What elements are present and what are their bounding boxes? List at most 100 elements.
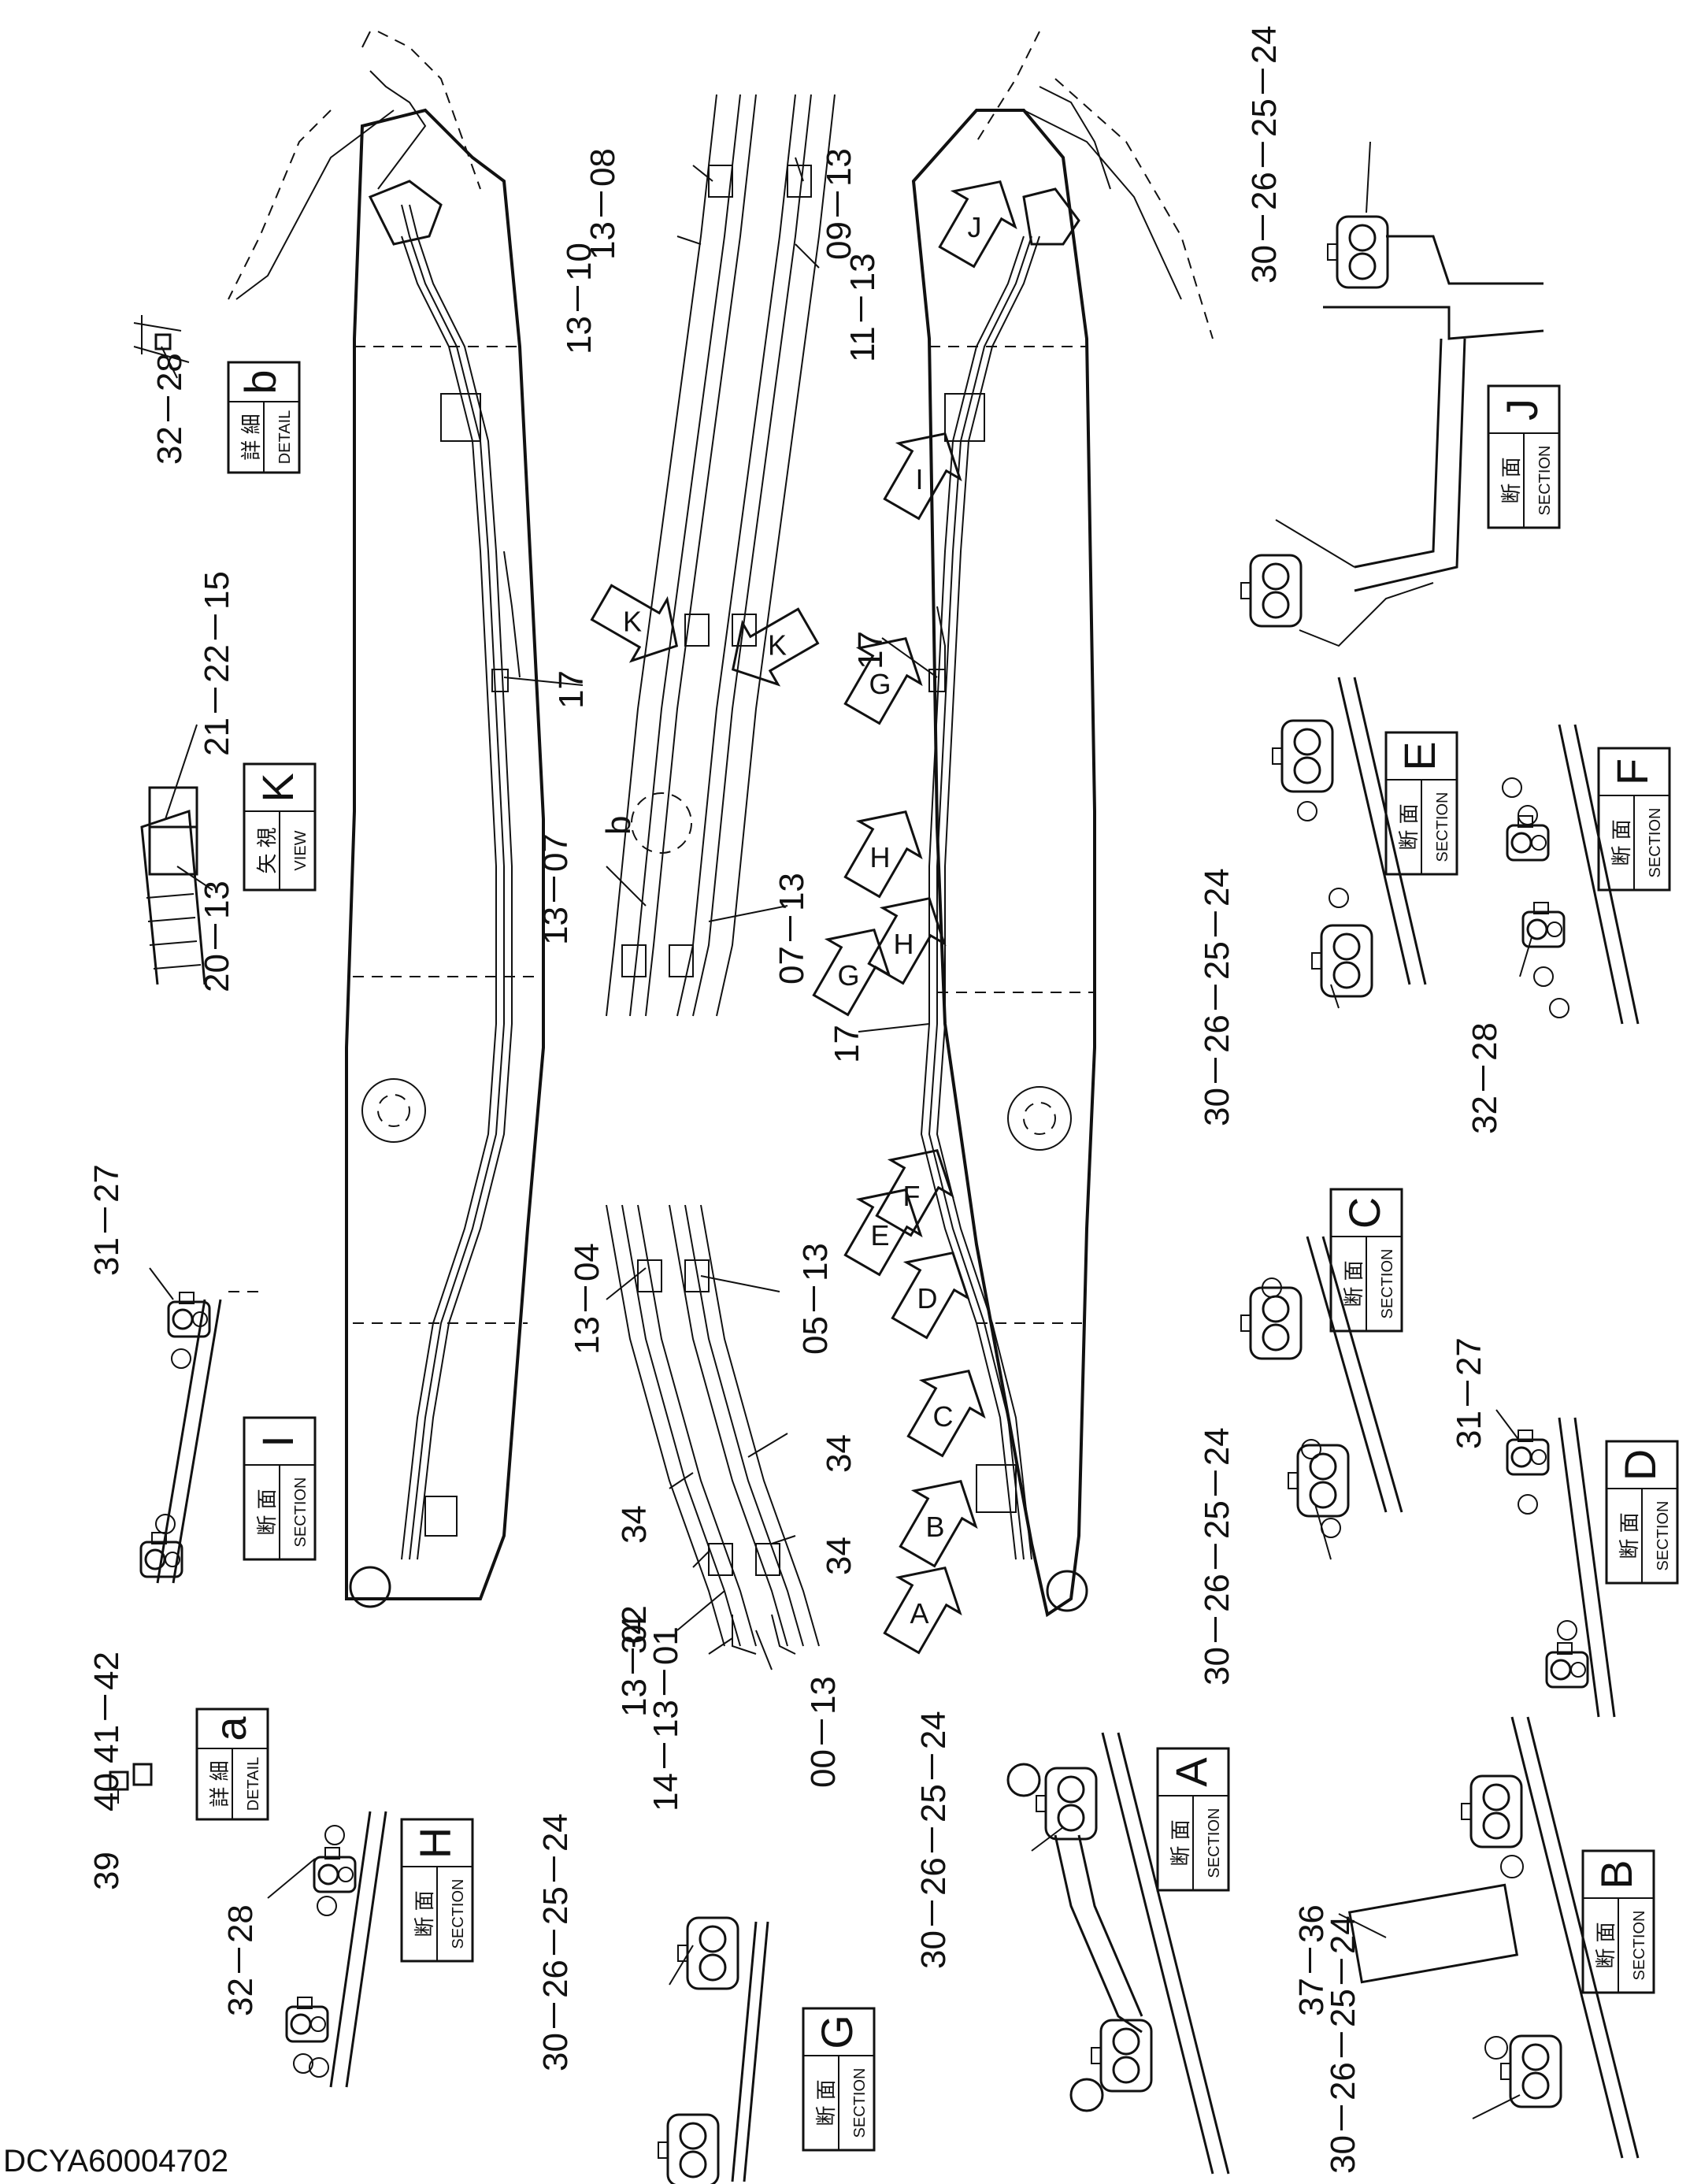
view-box-a-detail: 詳 細 DETAIL a xyxy=(195,1708,269,1821)
arrow-marker-g-lower: G xyxy=(812,928,891,1017)
callout-11-13: 11－13 xyxy=(843,253,882,362)
arrow-marker-b: B xyxy=(899,1479,978,1568)
arrow-marker-h-upper: H xyxy=(843,810,923,899)
svg-text:SECTION: SECTION xyxy=(1647,808,1664,878)
arrow-marker-f: F xyxy=(875,1148,954,1237)
svg-text:C: C xyxy=(1340,1197,1389,1229)
svg-text:I: I xyxy=(915,463,923,495)
view-box-b-section: 断 面 SECTION B xyxy=(1581,1849,1655,1994)
callout-a-section: 30－26－25－24 xyxy=(914,1711,953,1969)
arrow-marker-h-lower: H xyxy=(867,896,947,985)
svg-text:H: H xyxy=(894,928,914,960)
detail-b-sketch xyxy=(133,315,190,363)
svg-text:SECTION: SECTION xyxy=(292,1478,309,1548)
left-boom-hoses xyxy=(361,31,521,1560)
section-b-sketch xyxy=(1347,1716,1640,2159)
callouts: 32－28 21－22－15 20－13 31－27 40 41－42 39 3… xyxy=(87,25,1504,2174)
view-box-c-section: 断 面 SECTION C xyxy=(1329,1188,1403,1333)
middle-hose-bundle-bottom xyxy=(606,1204,820,1655)
arrow-marker-k-right: K xyxy=(731,607,820,687)
callout-34-d: 34 xyxy=(820,1537,858,1575)
view-box-g-section: 断 面 SECTION G xyxy=(802,2007,876,2152)
svg-text:G: G xyxy=(869,668,891,700)
svg-text:D: D xyxy=(1615,1449,1665,1481)
right-boom-hoses xyxy=(920,86,1111,1560)
callout-32-28-detail-b: 32－28 xyxy=(150,353,189,465)
callout-31-27-section-d: 31－27 xyxy=(1450,1337,1488,1449)
svg-text:断 面: 断 面 xyxy=(1499,457,1523,503)
svg-text:VIEW: VIEW xyxy=(292,830,309,870)
svg-text:J: J xyxy=(1497,399,1547,421)
callout-20-13: 20－13 xyxy=(198,881,236,992)
callout-13-04: 13－04 xyxy=(568,1243,606,1355)
svg-text:A: A xyxy=(910,1597,928,1630)
arrow-marker-e: E xyxy=(843,1188,923,1277)
callout-17-right-top: 17 xyxy=(851,631,890,669)
svg-text:SECTION: SECTION xyxy=(1655,1501,1672,1571)
callout-32-28-section-h: 32－28 xyxy=(221,1904,260,2016)
right-boom-outline xyxy=(911,31,1214,1618)
arrow-marker-a: A xyxy=(883,1566,962,1655)
callout-00-13: 00－13 xyxy=(804,1676,843,1788)
svg-text:D: D xyxy=(917,1282,938,1314)
arrow-markers: A B C D E F G H xyxy=(590,180,1017,1655)
svg-text:詳 細: 詳 細 xyxy=(208,1760,232,1807)
callout-39: 39 xyxy=(87,1852,126,1890)
drawing-code: DCYA60004702 xyxy=(3,2144,229,2178)
svg-text:SECTION: SECTION xyxy=(1536,446,1554,516)
callout-34-c: 34 xyxy=(615,1615,654,1654)
section-f-sketch xyxy=(1502,724,1640,1025)
svg-text:DETAIL: DETAIL xyxy=(245,1757,262,1811)
arrow-marker-d: D xyxy=(891,1251,970,1340)
svg-text:断 面: 断 面 xyxy=(1397,803,1421,850)
svg-text:H: H xyxy=(870,841,891,873)
callout-13-07: 13－07 xyxy=(536,833,575,945)
callout-13-08: 13－08 xyxy=(584,148,622,260)
section-g-sketch xyxy=(657,1916,769,2184)
callout-17-right-bottom: 17 xyxy=(828,1025,866,1063)
svg-text:B: B xyxy=(1592,1860,1641,1889)
svg-text:G: G xyxy=(812,2015,862,2049)
view-box-f-section: 断 面 SECTION F xyxy=(1597,747,1671,892)
svg-text:K: K xyxy=(768,629,787,662)
callout-b-circle: b xyxy=(599,816,638,835)
svg-text:a: a xyxy=(206,1716,255,1741)
arrow-marker-j: J xyxy=(938,180,1017,269)
svg-text:断 面: 断 面 xyxy=(814,2079,838,2126)
svg-text:SECTION: SECTION xyxy=(450,1879,467,1949)
callout-32-28-section-f: 32－28 xyxy=(1466,1022,1504,1134)
section-j-sketch xyxy=(1240,215,1544,647)
callout-09-13: 09－13 xyxy=(820,148,858,260)
view-box-b-detail: 詳 細 DETAIL b xyxy=(227,361,301,474)
svg-text:断 面: 断 面 xyxy=(255,1489,279,1535)
callout-34-b: 34 xyxy=(820,1434,858,1473)
view-box-a-section: 断 面 SECTION A xyxy=(1156,1747,1230,1892)
svg-text:I: I xyxy=(253,1435,302,1448)
svg-text:J: J xyxy=(968,211,982,243)
view-box-j-section: 断 面 SECTION J xyxy=(1487,384,1561,529)
svg-text:H: H xyxy=(410,1827,460,1859)
view-box-e-section: 断 面 SECTION E xyxy=(1384,731,1458,876)
callout-14-13-01: 14－13－01 xyxy=(647,1626,685,1811)
svg-text:断 面: 断 面 xyxy=(1618,1512,1641,1559)
svg-text:SECTION: SECTION xyxy=(1379,1249,1396,1319)
svg-text:SECTION: SECTION xyxy=(1631,1911,1648,1981)
svg-text:断 面: 断 面 xyxy=(1594,1922,1618,1968)
svg-text:矢 視: 矢 視 xyxy=(255,827,279,873)
callout-21-22-15: 21－22－15 xyxy=(198,571,236,756)
callout-b-section-bottom: 30－26－25－24 xyxy=(1324,1915,1362,2174)
section-c-sketch xyxy=(1240,1236,1403,1538)
svg-text:K: K xyxy=(623,606,642,638)
detail-k-sketch xyxy=(140,786,206,985)
svg-text:SECTION: SECTION xyxy=(851,2068,869,2138)
svg-text:F: F xyxy=(1607,758,1657,785)
callout-13-02: 13－02 xyxy=(615,1605,654,1717)
svg-text:E: E xyxy=(1395,741,1444,770)
callout-05-13: 05－13 xyxy=(796,1243,835,1355)
svg-text:SECTION: SECTION xyxy=(1206,1808,1223,1878)
callout-j-section: 30－26－25－24 xyxy=(1245,25,1284,284)
svg-text:C: C xyxy=(933,1400,954,1433)
svg-text:B: B xyxy=(925,1511,944,1543)
section-i-sketch xyxy=(139,1291,260,1584)
